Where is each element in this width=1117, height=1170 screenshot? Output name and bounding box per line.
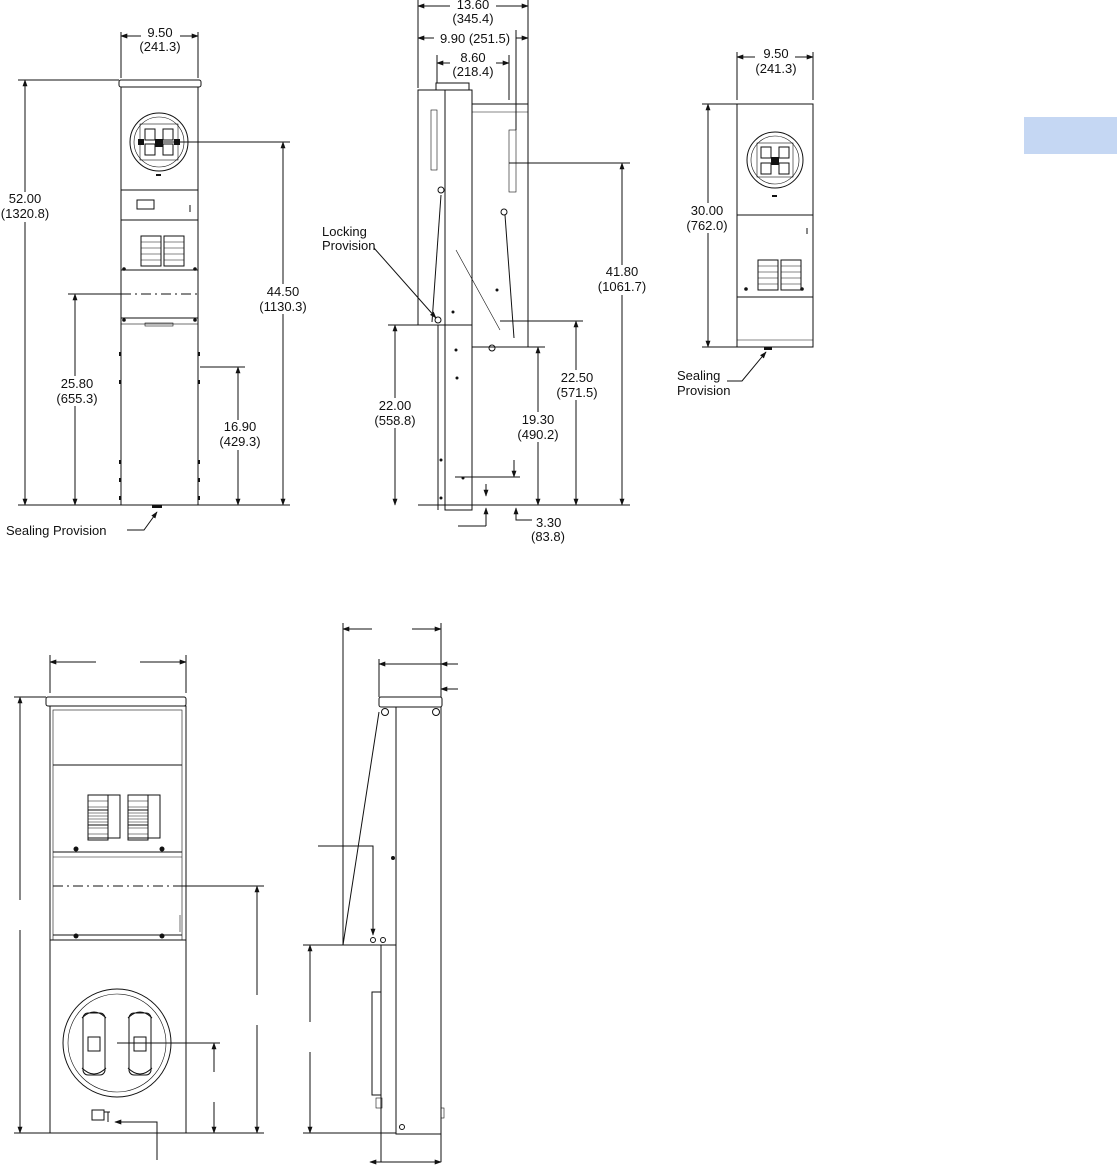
v1-sealing-label: Sealing Provision xyxy=(6,523,106,538)
v1-breaker-height-label: 25.80 xyxy=(61,376,94,391)
v1-meter-height-mm-label: (1130.3) xyxy=(259,299,306,314)
v2-h22-label: 22.00 xyxy=(379,398,412,413)
pedestal-cap xyxy=(118,79,202,88)
v2-h225-label: 22.50 xyxy=(561,370,594,385)
section-tab-marker xyxy=(1024,117,1117,154)
lower-meter-socket xyxy=(62,988,220,1098)
enclosure-body xyxy=(736,103,814,348)
v2-depth-label: 13.60 xyxy=(457,0,490,12)
v3-width-mm-label: (241.3) xyxy=(755,61,796,76)
side-post xyxy=(444,89,473,511)
v1-breaker-height-mm-label: (655.3) xyxy=(56,391,97,406)
v3-sealing-label-line1: Sealing xyxy=(677,368,720,383)
v1-height-label: 52.00 xyxy=(9,191,42,206)
v3-height-mm-label: (762.0) xyxy=(686,218,727,233)
v2-h225-mm-label: (571.5) xyxy=(556,385,597,400)
v2-box-depth-label: 8.60 xyxy=(460,50,485,65)
side-enclosure xyxy=(471,103,529,348)
v1-meter-height-label: 44.50 xyxy=(267,284,300,299)
side-view-pedestal: 13.60 (345.4) 9.90 (251.5) 8.60 (218.4) xyxy=(322,0,652,544)
v2-h22-mm-label: (558.8) xyxy=(374,413,415,428)
side-view-lower-pedestal xyxy=(302,622,458,1165)
front-view-pedestal: 9.50 (241.3) 52.00 (1320.8) 25.80 (655.3… xyxy=(0,25,312,538)
v2-h41-label: 41.80 xyxy=(606,264,639,279)
v2-h33-label: 3.30 xyxy=(536,515,561,530)
v1-height-mm-label: (1320.8) xyxy=(1,206,49,221)
lower-pedestal-body xyxy=(49,705,187,1134)
v1-lower-height-label: 16.90 xyxy=(224,419,257,434)
enclosure-meter-socket xyxy=(746,131,804,197)
meter-socket xyxy=(129,112,189,176)
front-view-enclosure: 9.50 (241.3) 30.00 (762.0) Sealing Provi… xyxy=(677,46,814,398)
v1-width-label: 9.50 xyxy=(147,25,172,40)
v3-width-label: 9.50 xyxy=(763,46,788,61)
front-view-lower-pedestal xyxy=(12,655,265,1160)
v2-h33-mm-label: (83.8) xyxy=(531,529,565,544)
lower-pedestal-cap xyxy=(45,696,187,707)
lower-side-post xyxy=(395,706,442,1135)
v3-height-label: 30.00 xyxy=(691,203,724,218)
v2-h193-label: 19.30 xyxy=(522,412,555,427)
v2-h41-mm-label: (1061.7) xyxy=(598,279,646,294)
v2-body-depth-label: 9.90 (251.5) xyxy=(440,31,510,46)
v2-locking-label-line2: Provision xyxy=(322,238,375,253)
v2-h193-mm-label: (490.2) xyxy=(517,427,558,442)
v1-lower-height-mm-label: (429.3) xyxy=(219,434,260,449)
v2-locking-label-line1: Locking xyxy=(322,224,367,239)
v3-sealing-label-line2: Provision xyxy=(677,383,730,398)
v1-width-mm-label: (241.3) xyxy=(139,39,180,54)
v2-depth-mm-label: (345.4) xyxy=(452,11,493,26)
v2-box-depth-mm-label: (218.4) xyxy=(452,64,493,79)
